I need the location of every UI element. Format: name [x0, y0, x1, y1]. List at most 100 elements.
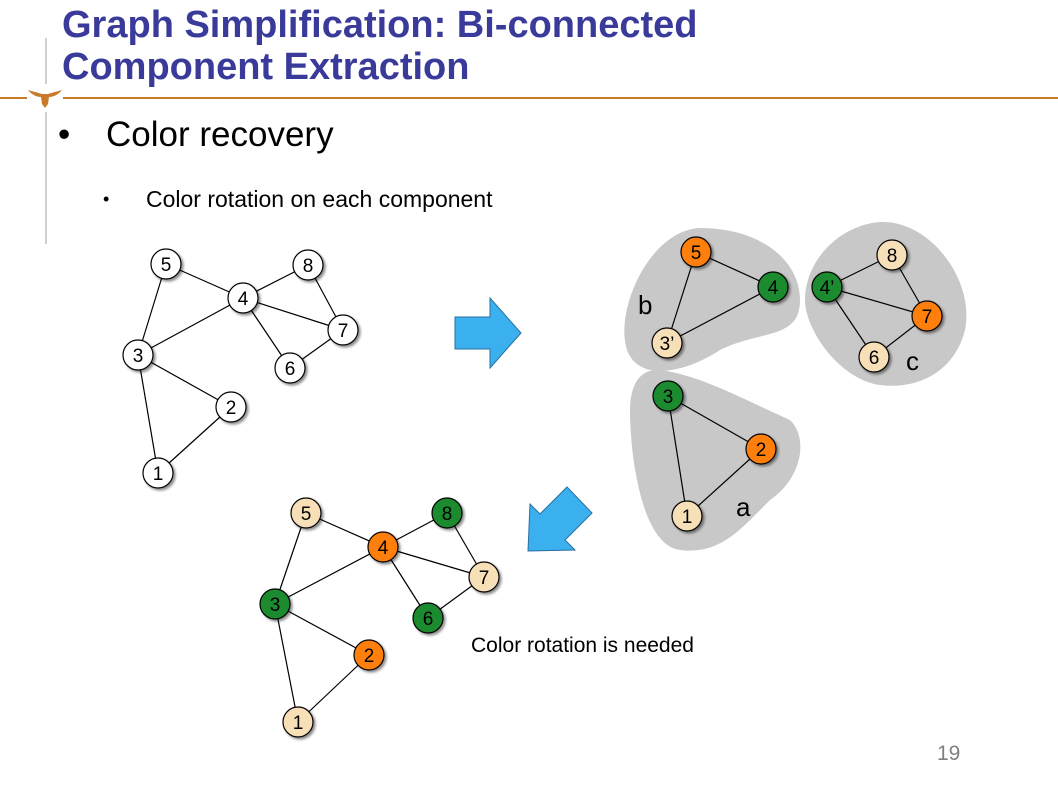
- node-label: 8: [442, 504, 453, 525]
- graph-edge: [667, 395, 688, 517]
- node-circle: [680, 236, 712, 268]
- node-circle: [367, 531, 399, 563]
- node-circle: [353, 639, 385, 671]
- node-circle: [150, 248, 182, 280]
- graph-edge: [137, 354, 159, 474]
- node-circle: [858, 341, 890, 373]
- node-label: 2: [364, 646, 375, 667]
- graph-edge: [274, 546, 384, 605]
- graph-edge: [137, 263, 167, 356]
- title-line-1: Graph Simplification: Bi-connected: [62, 4, 698, 46]
- graph-edge: [826, 286, 928, 317]
- graph-node: 1: [671, 500, 703, 532]
- node-circle: [292, 249, 324, 281]
- node-label: 4: [238, 289, 249, 310]
- node-label: 6: [285, 359, 296, 380]
- graph-edge: [137, 297, 244, 356]
- graph-node: 4: [757, 271, 789, 303]
- graph-edge: [666, 286, 774, 344]
- node-label: 2: [226, 398, 237, 419]
- node-circle: [327, 314, 359, 346]
- graph-edge: [157, 406, 232, 474]
- bullet-dot: •: [103, 189, 110, 209]
- node-circle: [122, 339, 154, 371]
- node-label: 3: [663, 387, 674, 408]
- slide-title: Graph Simplification: Bi-connected Compo…: [62, 4, 698, 88]
- graph-node: 6: [274, 352, 306, 384]
- node-circle: [412, 602, 444, 634]
- node-label: 1: [153, 464, 164, 485]
- graph-node: 8: [431, 497, 463, 529]
- component-b-label: b: [638, 290, 652, 320]
- graph-node: 3: [259, 588, 291, 620]
- node-circle: [651, 327, 683, 359]
- node-label: 4: [768, 278, 779, 299]
- node-circle: [876, 239, 908, 271]
- graph-edge: [382, 546, 485, 578]
- node-circle: [274, 352, 306, 384]
- graph-node: 5: [150, 248, 182, 280]
- graph-node: 6: [412, 602, 444, 634]
- header-rule: [0, 97, 1058, 99]
- graph-edge: [274, 603, 299, 723]
- node-circle: [227, 282, 259, 314]
- arrow-down-left-icon: [527, 486, 593, 552]
- graph-node: 7: [911, 300, 943, 332]
- graph-node: 3: [652, 380, 684, 412]
- node-label: 6: [869, 348, 880, 369]
- node-label: 1: [293, 713, 304, 734]
- node-label: 1: [682, 507, 693, 528]
- node-circle: [468, 561, 500, 593]
- node-label: 8: [887, 246, 898, 267]
- graph-node: 4’: [811, 271, 843, 303]
- graph-node: 1: [282, 706, 314, 738]
- bullet-color-recovery: Color recovery: [106, 115, 334, 154]
- node-circle: [282, 706, 314, 738]
- node-label: 3: [270, 595, 281, 616]
- node-circle: [215, 391, 247, 423]
- node-label: 6: [423, 609, 434, 630]
- node-label: 7: [338, 321, 349, 342]
- node-label: 2: [756, 440, 767, 461]
- page-number: 19: [937, 742, 961, 765]
- title-line-2: Component Extraction: [62, 46, 470, 88]
- node-circle: [259, 588, 291, 620]
- graph-node: 8: [292, 249, 324, 281]
- node-circle: [671, 500, 703, 532]
- graph-node: 1: [142, 457, 174, 489]
- node-circle: [431, 497, 463, 529]
- graph-node: 3: [122, 339, 154, 371]
- graph-node: 8: [876, 239, 908, 271]
- graph-edge: [297, 654, 370, 723]
- graph-node: 2: [353, 639, 385, 671]
- component-a-label: a: [736, 492, 751, 522]
- node-circle: [911, 300, 943, 332]
- node-label: 5: [691, 243, 702, 264]
- longhorn-logo-icon: [27, 84, 63, 112]
- node-circle: [811, 271, 843, 303]
- node-label: 5: [161, 255, 172, 276]
- vertical-rule: [45, 38, 47, 244]
- graph-node: 5: [290, 497, 322, 529]
- node-label: 5: [301, 504, 312, 525]
- node-label: 4’: [820, 278, 835, 299]
- component-a-region: [630, 369, 801, 551]
- graph-node: 4: [367, 531, 399, 563]
- node-label: 7: [479, 568, 490, 589]
- node-circle: [652, 380, 684, 412]
- caption-rotation-needed: Color rotation is needed: [471, 634, 694, 657]
- graph-node: 7: [468, 561, 500, 593]
- graph-node: 5: [680, 236, 712, 268]
- node-label: 4: [378, 538, 389, 559]
- graph-edge: [137, 354, 232, 408]
- graph-edge: [274, 603, 370, 656]
- graph-node: 2: [215, 391, 247, 423]
- arrow-right-icon: [454, 296, 522, 370]
- graph-node: 2: [745, 433, 777, 465]
- graph-edge: [274, 512, 307, 605]
- graph-edge: [686, 448, 762, 517]
- graph-edge: [242, 297, 344, 331]
- node-label: 3: [133, 346, 144, 367]
